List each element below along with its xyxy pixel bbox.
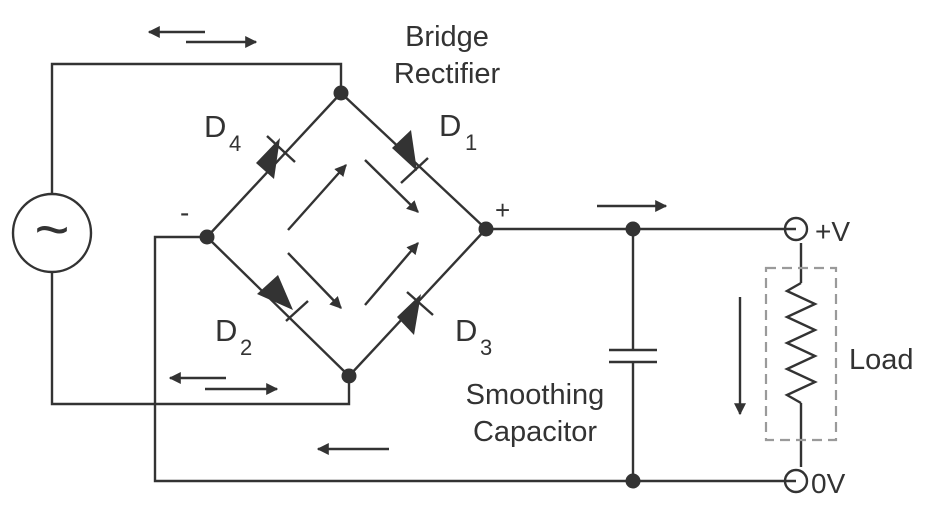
d4-subscript: 4 [229,131,241,156]
ac-arrows-bottom [168,372,279,395]
vplus-label: +V [815,216,850,247]
load-label: Load [849,344,914,376]
minus-label: - [180,197,189,228]
plus-label: + [495,195,510,225]
diode-d4 [256,135,296,179]
junction-dots [199,85,641,489]
smoothing-label-line1: Smoothing [466,379,605,411]
wire-source-bottom [50,272,351,406]
d3-label: D [455,313,477,348]
internal-current-arrows [287,159,419,309]
ac-arrows-top [147,26,258,48]
wire-negative-rail [153,235,796,483]
diode-d3 [397,291,434,335]
d2-label: D [215,313,237,348]
d2-subscript: 2 [240,335,252,360]
zero-volt-label: 0V [811,468,846,499]
bridge-label-line1: Bridge [405,21,489,53]
smoothing-capacitor [609,229,657,481]
diode-d1 [392,130,429,184]
ac-source: ~ [11,192,93,274]
load-dashed-box [764,266,838,442]
d1-label: D [439,108,461,143]
wire-source-top [50,62,343,194]
bridge-label-line2: Rectifier [394,58,501,90]
smoothing-label-line2: Capacitor [473,416,597,448]
d3-subscript: 3 [480,335,492,360]
ac-symbol: ~ [34,196,69,263]
d1-subscript: 1 [465,130,477,155]
diode-d2 [257,275,309,322]
terminal-0v [783,468,809,494]
d4-label: D [204,109,226,144]
terminal-vplus [783,216,809,242]
load-resistor [764,243,838,467]
